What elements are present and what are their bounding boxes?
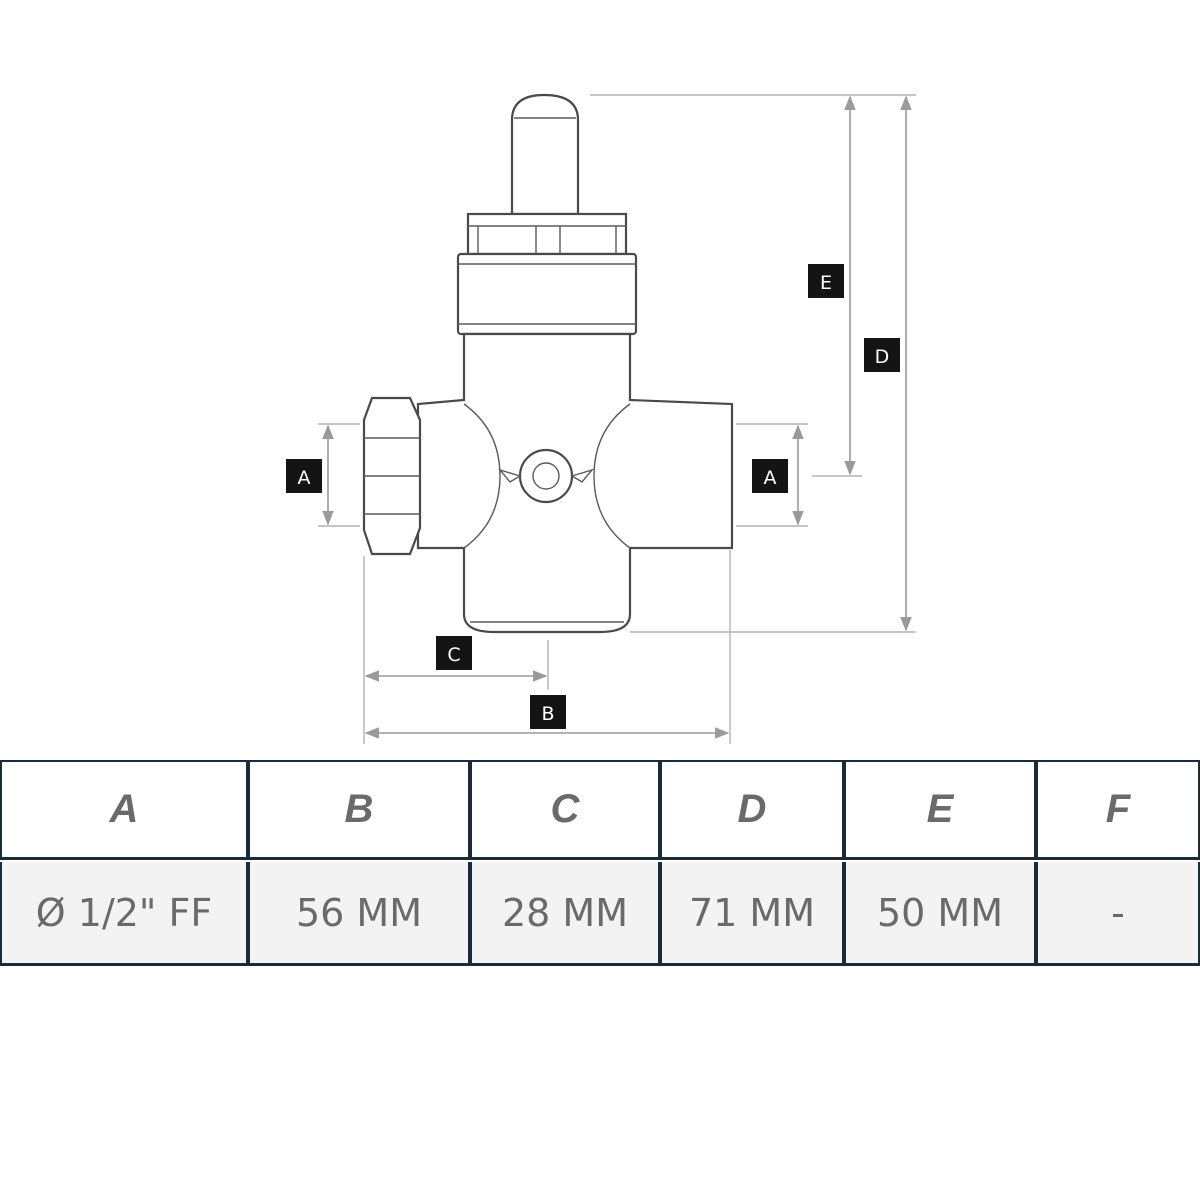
extension-lines (318, 94, 916, 744)
value-e: 50 MM (844, 862, 1036, 966)
label-b: B (530, 695, 566, 729)
label-a-right: A (752, 459, 788, 493)
value-d: 71 MM (660, 862, 844, 966)
dimension-table: A B C D E F Ø 1/2" FF 56 MM 28 MM 71 MM … (0, 760, 1200, 968)
label-d: D (864, 338, 900, 372)
svg-text:B: B (541, 703, 554, 725)
valve-body (362, 93, 734, 634)
table-row: Ø 1/2" FF 56 MM 28 MM 71 MM 50 MM - (0, 862, 1200, 966)
value-a: Ø 1/2" FF (0, 862, 248, 966)
valve-cap (510, 93, 580, 216)
table-header-row: A B C D E F (0, 760, 1200, 860)
header-a: A (0, 760, 248, 860)
value-c: 28 MM (470, 862, 660, 966)
label-a-left: A (286, 459, 322, 493)
gauge-port (518, 448, 574, 504)
header-d: D (660, 760, 844, 860)
svg-text:A: A (764, 467, 777, 489)
label-c: C (436, 636, 472, 670)
value-b: 56 MM (248, 862, 470, 966)
cross-body (416, 332, 734, 634)
collar-ring (456, 252, 638, 336)
svg-text:C: C (447, 644, 460, 666)
header-b: B (248, 760, 470, 860)
valve-dimension-drawing: A A E D C B (286, 93, 916, 744)
svg-text:A: A (298, 467, 311, 489)
header-f: F (1036, 760, 1200, 860)
hex-nut (466, 212, 628, 256)
dimension-lines (322, 95, 912, 739)
svg-text:E: E (820, 272, 832, 294)
svg-text:D: D (875, 346, 890, 368)
value-f: - (1036, 862, 1200, 966)
header-c: C (470, 760, 660, 860)
header-e: E (844, 760, 1036, 860)
label-e: E (808, 264, 844, 298)
